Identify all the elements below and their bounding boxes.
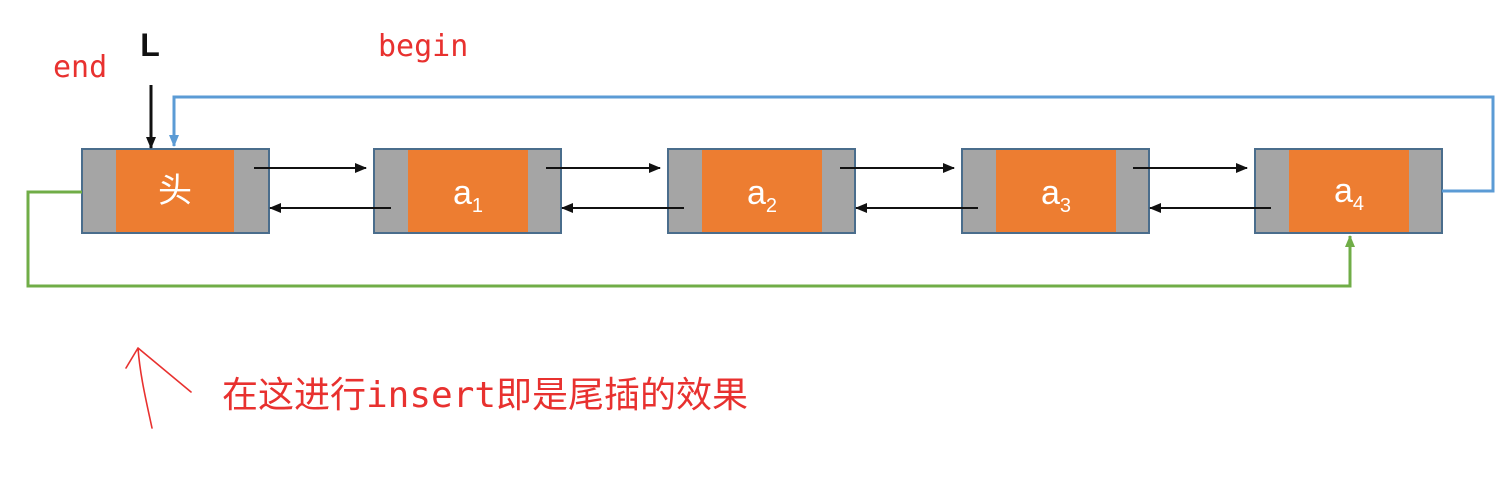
node-a3-data	[996, 150, 1116, 232]
node-a2-label: a2	[747, 174, 777, 217]
node-a3-label: a3	[1041, 174, 1071, 217]
node-a4-data	[1289, 150, 1409, 232]
end-link-head-to-a4	[26, 190, 1355, 288]
end-label: end	[53, 50, 107, 85]
node-head: 头	[81, 148, 270, 234]
pointer-label-L: L	[140, 27, 160, 63]
begin-link-a4-to-head	[169, 95, 1495, 193]
node-a2-data	[702, 150, 822, 232]
node-a3: a3	[961, 148, 1150, 234]
node-a4-label: a4	[1334, 172, 1364, 215]
node-head-data	[116, 150, 234, 232]
insert-position-hand-arrow	[125, 347, 192, 429]
insert-note: 在这进行insert即是尾插的效果	[222, 375, 748, 416]
node-a1-label: a1	[453, 174, 483, 217]
begin-label: begin	[378, 29, 468, 64]
node-a4: a4	[1254, 148, 1443, 234]
node-head-label: 头	[158, 172, 192, 210]
node-a2: a2	[667, 148, 856, 234]
node-a1: a1	[373, 148, 562, 234]
node-a1-data	[408, 150, 528, 232]
